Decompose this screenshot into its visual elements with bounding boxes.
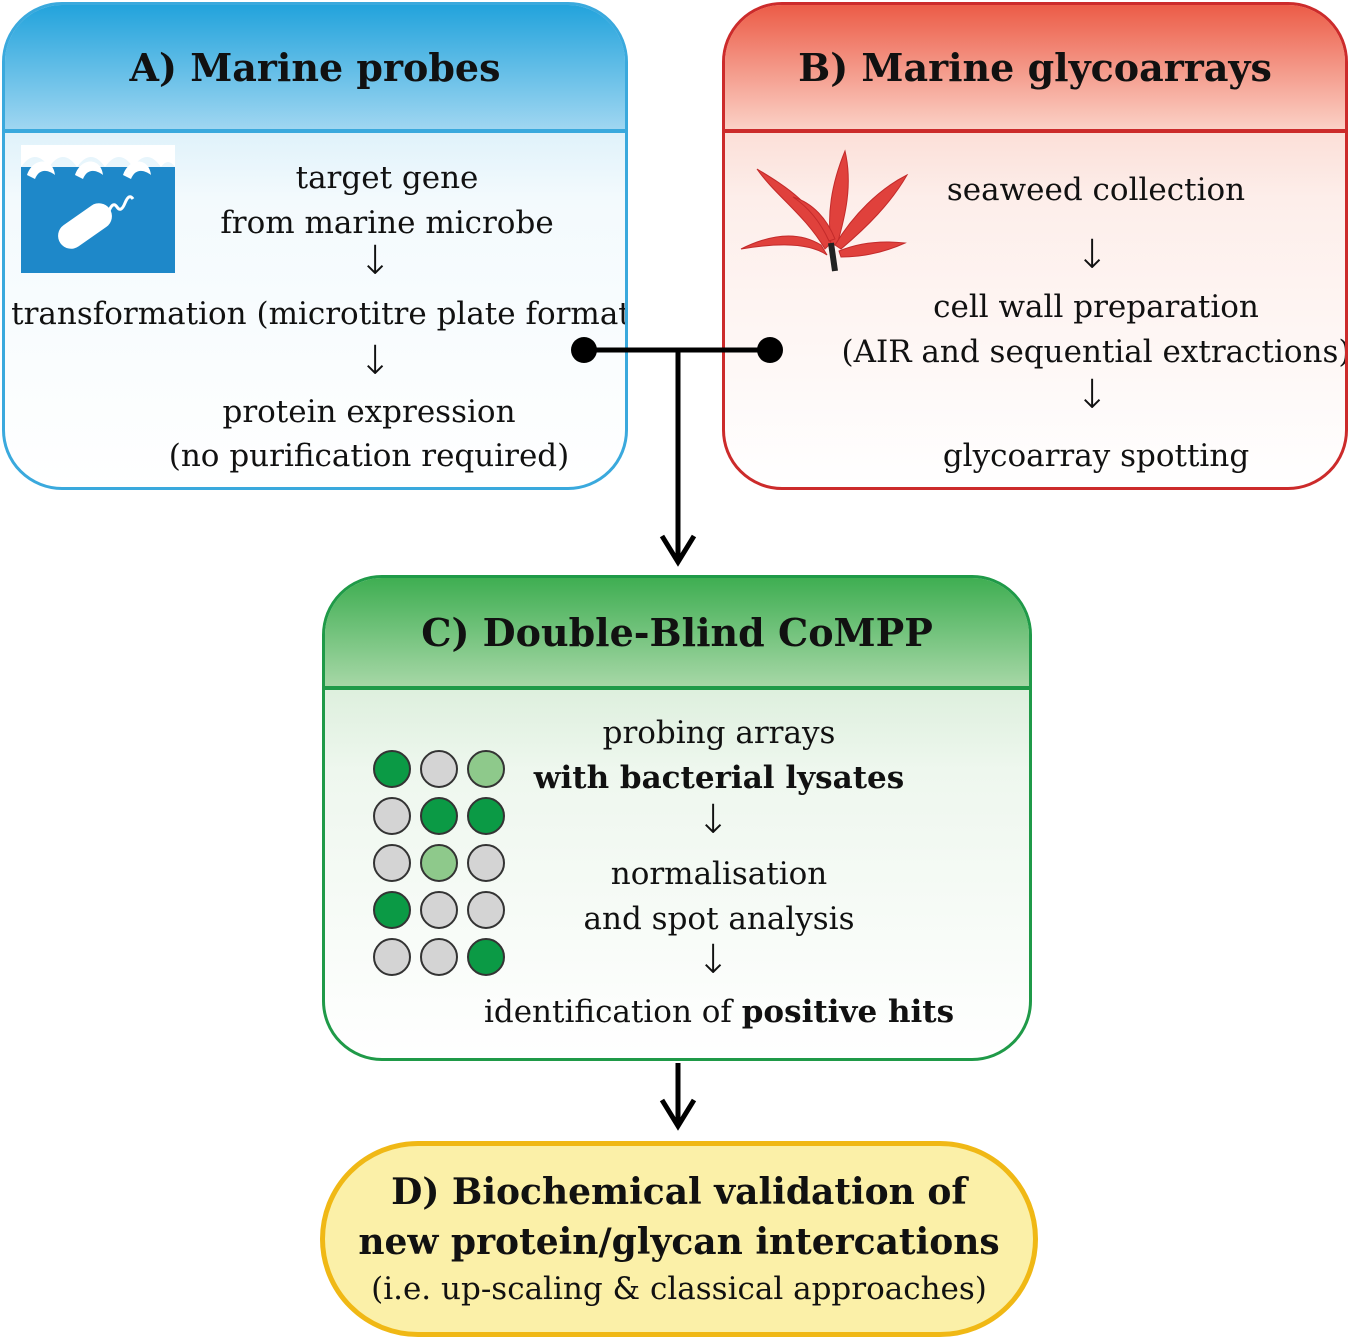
array-spot-light bbox=[467, 750, 505, 788]
step-seaweed-collection: seaweed collection bbox=[946, 172, 1246, 208]
array-spot-grey bbox=[373, 797, 411, 835]
array-spot-dark bbox=[467, 938, 505, 976]
step-normalisation: normalisation bbox=[610, 856, 828, 892]
step-cell-wall-preparation: cell wall preparation bbox=[933, 289, 1259, 325]
down-arrow-icon: ↓ bbox=[696, 937, 730, 983]
step-no-purification: (no purification required) bbox=[168, 438, 570, 474]
array-spot-grey bbox=[420, 938, 458, 976]
down-arrow-icon: ↓ bbox=[696, 797, 730, 843]
step-transformation: transformation (microtitre plate format) bbox=[11, 296, 628, 332]
array-spot-dark bbox=[373, 750, 411, 788]
arrowhead-to-d bbox=[659, 1098, 697, 1131]
array-spot-grey bbox=[467, 891, 505, 929]
panel-double-blind-compp: C) Double-Blind CoMPP probing arrays wit… bbox=[322, 575, 1032, 1061]
down-arrow-icon: ↓ bbox=[358, 238, 392, 284]
step-identification: identification of positive hits bbox=[484, 997, 954, 1028]
array-spot-grey bbox=[420, 891, 458, 929]
panel-c-title: C) Double-Blind CoMPP bbox=[325, 578, 1029, 690]
identification-prefix: identification of bbox=[483, 994, 742, 1030]
array-spot-dark bbox=[467, 797, 505, 835]
step-target-gene: target gene bbox=[295, 160, 479, 196]
down-arrow-icon: ↓ bbox=[358, 338, 392, 384]
step-marine-microbe: from marine microbe bbox=[220, 205, 554, 241]
array-spot-dark bbox=[373, 891, 411, 929]
step-bacterial-lysates: with bacterial lysates bbox=[533, 760, 905, 796]
panel-biochemical-validation: D) Biochemical validation of new protein… bbox=[320, 1141, 1038, 1337]
array-spot-grey bbox=[420, 750, 458, 788]
panel-d-title-line1: D) Biochemical validation of bbox=[391, 1171, 967, 1213]
panel-d-title-line2: new protein/glycan intercations bbox=[358, 1221, 1000, 1263]
array-spot-light bbox=[420, 844, 458, 882]
array-spot-grey bbox=[373, 844, 411, 882]
step-air-extractions: (AIR and sequential extractions) bbox=[841, 334, 1348, 370]
array-spot-dark bbox=[420, 797, 458, 835]
array-spot-grey bbox=[467, 844, 505, 882]
panel-a-title: A) Marine probes bbox=[5, 5, 625, 133]
step-protein-expression: protein expression bbox=[222, 394, 516, 430]
seaweed-icon bbox=[740, 149, 909, 272]
wave-bacterium-icon bbox=[21, 145, 175, 273]
spot-array-icon bbox=[373, 750, 513, 990]
identification-positive-hits: positive hits bbox=[741, 994, 955, 1030]
panel-marine-probes: A) Marine probes target gene from marine… bbox=[2, 2, 628, 490]
step-spot-analysis: and spot analysis bbox=[583, 901, 855, 937]
panel-d-subtitle: (i.e. up-scaling & classical approaches) bbox=[371, 1271, 987, 1307]
down-arrow-icon: ↓ bbox=[1075, 232, 1109, 278]
panel-marine-glycoarrays: B) Marine glycoarrays seaweed collection… bbox=[722, 2, 1348, 490]
array-spot-grey bbox=[373, 938, 411, 976]
step-glycoarray-spotting: glycoarray spotting bbox=[942, 438, 1250, 474]
panel-b-title: B) Marine glycoarrays bbox=[725, 5, 1345, 133]
step-probing-arrays: probing arrays bbox=[602, 715, 836, 751]
arrowhead-to-c bbox=[659, 534, 697, 567]
down-arrow-icon: ↓ bbox=[1075, 372, 1109, 418]
